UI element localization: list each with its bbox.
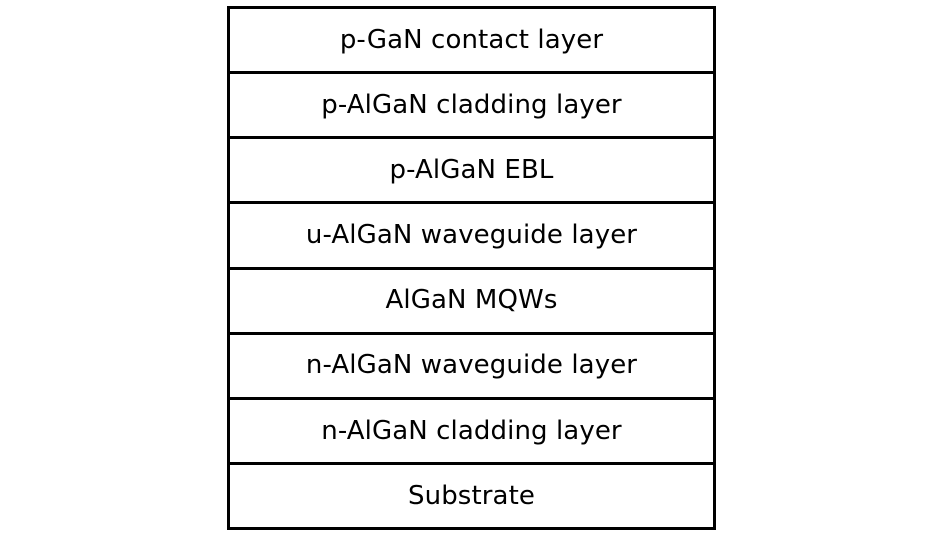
layer-label-n-algan-cladding: n-AlGaN cladding layer	[321, 415, 622, 446]
layer-row: n-AlGaN cladding layer	[230, 399, 713, 465]
layer-row: p-GaN contact layer	[230, 9, 713, 75]
layer-row: n-AlGaN waveguide layer	[230, 334, 713, 400]
layer-row: p-AlGaN cladding layer	[230, 74, 713, 140]
layer-label-u-algan-waveguide: u-AlGaN waveguide layer	[305, 220, 638, 251]
layer-label-p-algan-cladding: p-AlGaN cladding layer	[321, 89, 622, 120]
layer-label-substrate: Substrate	[408, 480, 535, 511]
layer-row: u-AlGaN waveguide layer	[230, 204, 713, 270]
layer-label-n-algan-waveguide: n-AlGaN waveguide layer	[305, 350, 638, 381]
layer-row: AlGaN MQWs	[230, 269, 713, 335]
layer-label-p-gan-contact: p-GaN contact layer	[339, 24, 604, 55]
layer-label-algan-mqws: AlGaN MQWs	[385, 285, 558, 316]
layer-stack-diagram: p-GaN contact layer p-AlGaN cladding lay…	[227, 6, 716, 530]
layer-row: Substrate	[230, 464, 713, 527]
layer-row: p-AlGaN EBL	[230, 139, 713, 205]
layer-label-p-algan-ebl: p-AlGaN EBL	[389, 155, 554, 186]
